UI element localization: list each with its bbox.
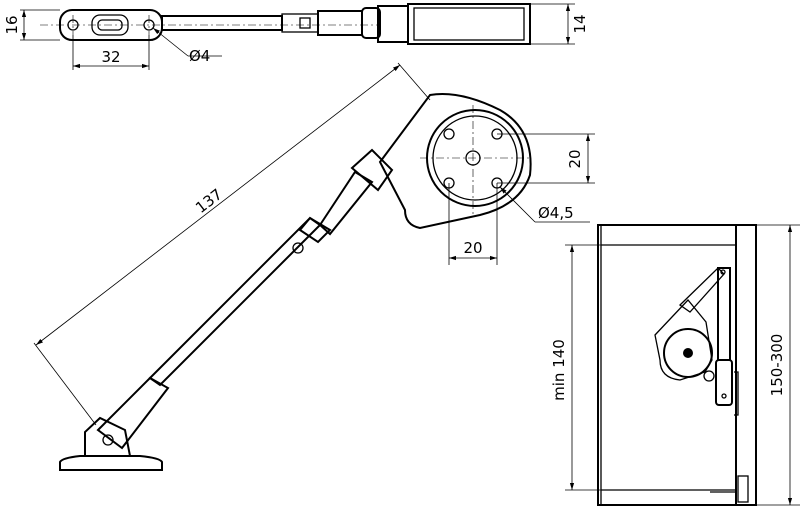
lower-tube: [96, 376, 170, 450]
housing: [378, 93, 532, 230]
dim-32: 32: [101, 48, 120, 66]
dim-137: 137: [192, 185, 226, 217]
top-view: 16 32 Ø4 14: [3, 3, 589, 70]
rod: [161, 15, 283, 31]
dim-150-300: 150-300: [768, 334, 786, 397]
dim-20-horizontal: 20: [463, 239, 482, 257]
rod: [148, 216, 322, 387]
housing: [407, 3, 531, 45]
dim-20-vertical: 20: [566, 149, 584, 168]
dim-d4-5: Ø4,5: [538, 204, 574, 222]
dim-14: 14: [571, 14, 589, 33]
dim-16: 16: [3, 15, 21, 34]
dim-min-140: min 140: [550, 339, 568, 401]
dim-d4: Ø4: [189, 47, 210, 65]
cabinet-view: min 140 150-300: [550, 224, 800, 506]
base-plate: [59, 455, 163, 471]
hub: [663, 328, 713, 378]
hole: [443, 128, 455, 140]
side-view: 137 20 20 Ø4,5: [33, 62, 595, 471]
